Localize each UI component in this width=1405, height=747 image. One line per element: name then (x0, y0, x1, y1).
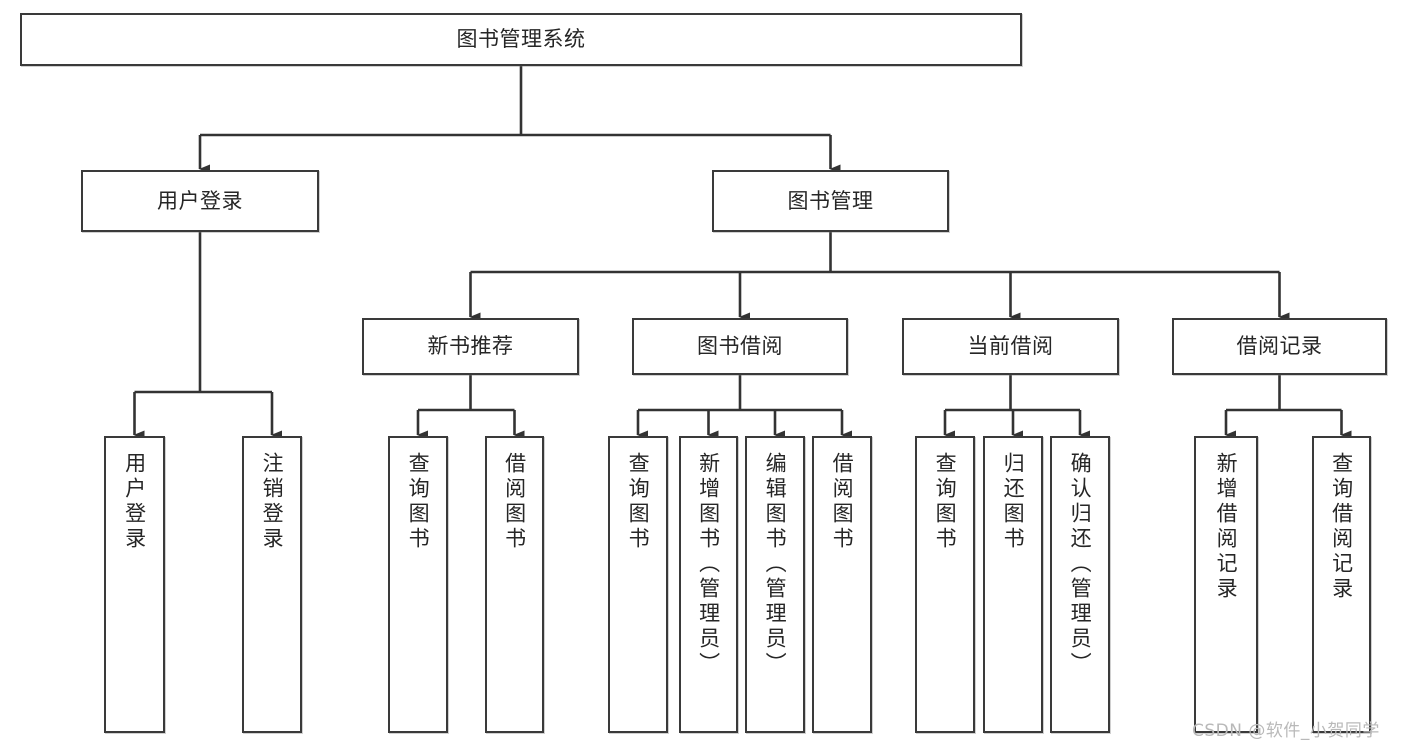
node-label-leaf-add-record: 新增借阅记录 (1214, 452, 1239, 602)
node-label-leaf-return-book: 归还图书 (1001, 452, 1026, 552)
node-book-borrow[interactable]: 图书借阅 (632, 318, 848, 375)
node-leaf-user-login[interactable]: 用户登录 (104, 436, 165, 733)
node-label-leaf-user-login: 用户登录 (122, 452, 147, 552)
node-label-leaf-add-book: 新增图书（管理员） (696, 452, 721, 677)
node-label-leaf-query-book-2: 查询图书 (626, 452, 651, 552)
node-leaf-user-logout[interactable]: 注销登录 (242, 436, 302, 733)
node-label-root: 图书管理系统 (456, 27, 586, 52)
node-root[interactable]: 图书管理系统 (20, 13, 1022, 66)
node-label-borrow-record: 借阅记录 (1236, 334, 1323, 359)
node-leaf-query-book-2[interactable]: 查询图书 (608, 436, 668, 733)
node-label-book-manage: 图书管理 (787, 188, 874, 213)
node-leaf-add-book[interactable]: 新增图书（管理员） (679, 436, 738, 733)
node-label-leaf-edit-book: 编辑图书（管理员） (763, 452, 788, 677)
node-label-leaf-query-book-3: 查询图书 (933, 452, 958, 552)
node-label-book-borrow: 图书借阅 (697, 334, 783, 359)
node-new-book-rec[interactable]: 新书推荐 (362, 318, 579, 375)
node-label-user-login: 用户登录 (157, 188, 243, 213)
node-leaf-add-record[interactable]: 新增借阅记录 (1194, 436, 1258, 733)
node-label-current-borrow: 当前借阅 (967, 334, 1054, 359)
node-current-borrow[interactable]: 当前借阅 (902, 318, 1119, 375)
node-label-leaf-confirm-return: 确认归还（管理员） (1068, 452, 1093, 677)
node-leaf-query-book-3[interactable]: 查询图书 (915, 436, 975, 733)
node-leaf-confirm-return[interactable]: 确认归还（管理员） (1050, 436, 1110, 733)
node-label-leaf-borrow-book-2: 借阅图书 (830, 452, 855, 552)
node-label-leaf-borrow-book-1: 借阅图书 (502, 452, 527, 552)
connector-lines (133, 66, 1352, 440)
node-leaf-query-record[interactable]: 查询借阅记录 (1312, 436, 1371, 733)
node-leaf-borrow-book-2[interactable]: 借阅图书 (812, 436, 872, 733)
node-label-new-book-rec: 新书推荐 (427, 334, 514, 359)
node-borrow-record[interactable]: 借阅记录 (1172, 318, 1387, 375)
node-book-manage[interactable]: 图书管理 (712, 170, 949, 232)
node-leaf-borrow-book-1[interactable]: 借阅图书 (485, 436, 544, 733)
node-user-login[interactable]: 用户登录 (81, 170, 319, 232)
node-leaf-query-book-1[interactable]: 查询图书 (388, 436, 448, 733)
node-label-leaf-user-logout: 注销登录 (260, 452, 285, 552)
node-leaf-return-book[interactable]: 归还图书 (983, 436, 1043, 733)
node-leaf-edit-book[interactable]: 编辑图书（管理员） (745, 436, 805, 733)
node-label-leaf-query-book-1: 查询图书 (406, 452, 431, 552)
node-label-leaf-query-record: 查询借阅记录 (1329, 452, 1354, 602)
